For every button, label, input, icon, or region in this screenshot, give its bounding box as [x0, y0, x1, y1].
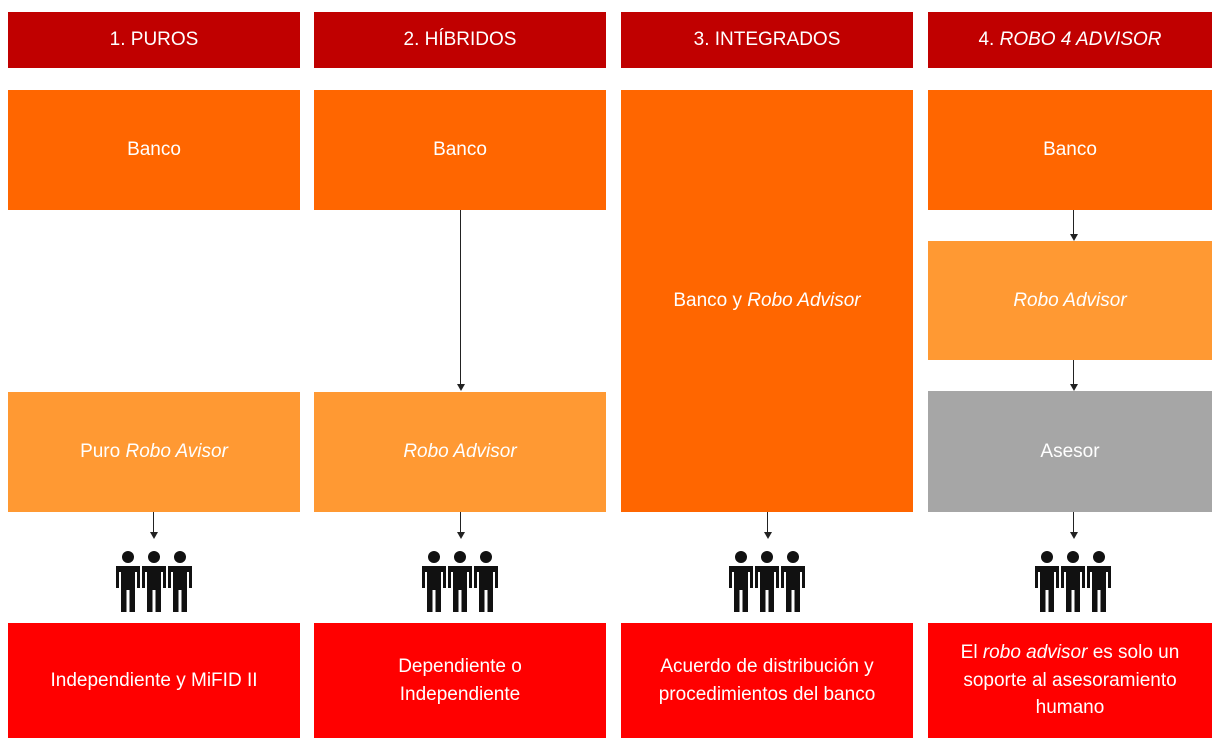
column-2-footer: Dependiente o Independiente [314, 623, 606, 738]
arrow-down-icon [1070, 532, 1078, 539]
arrow-down-icon [1070, 234, 1078, 241]
column-2-bank-label: Banco [433, 139, 487, 160]
column-2-connector-line-lower [460, 512, 461, 532]
column-4-connector-line-1 [1073, 210, 1074, 234]
column-2-header-label: 2. HÍBRIDOS [403, 29, 517, 50]
column-1-bank-box: Banco [8, 90, 300, 210]
column-3-footer-line-1: Acuerdo de distribución y [660, 655, 874, 677]
column-4-footer-line-3: humano [1035, 697, 1105, 719]
column-1-header: 1. PUROS [8, 12, 300, 68]
column-2-bank-box: Banco [314, 90, 606, 210]
column-4-bank-label: Banco [1043, 139, 1097, 160]
people-icon [116, 551, 192, 612]
column-1-header-label: 1. PUROS [109, 29, 199, 50]
people-icon [422, 551, 498, 612]
column-4-footer-line-1: El robo advisor es solo un [960, 642, 1180, 664]
column-4-robo-label: Robo Advisor [1013, 289, 1127, 311]
arrow-down-icon [457, 384, 465, 391]
arrow-down-icon [457, 532, 465, 539]
column-3-footer-line-2: procedimientos del banco [658, 683, 876, 705]
column-1-connector-line [153, 512, 154, 532]
column-2-header: 2. HÍBRIDOS [314, 12, 606, 68]
column-2-connector-line [460, 210, 461, 384]
column-3-connector-line [767, 512, 768, 532]
column-2-footer-line-1: Dependiente o [398, 655, 522, 677]
column-1-footer-line: Independiente y MiFID II [50, 669, 258, 691]
column-4-connector-line-3 [1073, 512, 1074, 532]
column-2-robo-label: Robo Advisor [403, 441, 517, 462]
column-3-header: 3. INTEGRADOS [621, 12, 913, 68]
column-3-bank-robo-label: Banco y Robo Advisor [673, 290, 861, 311]
column-4-footer: El robo advisor es solo un soporte al as… [928, 623, 1212, 738]
column-1-robo-label: Puro Robo Avisor [80, 441, 228, 462]
column-4-asesor-box: Asesor [928, 391, 1212, 512]
arrow-down-icon [764, 532, 772, 539]
column-4-connector-line-2 [1073, 360, 1074, 384]
column-4-asesor-label: Asesor [1040, 440, 1100, 462]
column-1-footer: Independiente y MiFID II [8, 623, 300, 738]
column-2-robo-advisor-box: Robo Advisor [314, 392, 606, 512]
column-4-robo-advisor-box: Robo Advisor [928, 241, 1212, 360]
people-icon [729, 551, 805, 612]
arrow-down-icon [1070, 384, 1078, 391]
column-4-header: 4. ROBO 4 ADVISOR [928, 12, 1212, 68]
column-2-footer-line-2: Independiente [399, 683, 521, 705]
column-4-header-label: 4. ROBO 4 ADVISOR [978, 29, 1162, 50]
column-1-robo-advisor-box: Puro Robo Avisor [8, 392, 300, 512]
people-icon [1035, 551, 1111, 612]
column-3-bank-robo-box: Banco y Robo Advisor [621, 90, 913, 512]
arrow-down-icon [150, 532, 158, 539]
column-3-header-label: 3. INTEGRADOS [693, 29, 841, 50]
column-1-bank-label: Banco [127, 139, 181, 160]
column-4-bank-box: Banco [928, 90, 1212, 210]
column-3-footer: Acuerdo de distribución y procedimientos… [621, 623, 913, 738]
column-4-footer-line-2: soporte al asesoramiento [963, 669, 1177, 691]
